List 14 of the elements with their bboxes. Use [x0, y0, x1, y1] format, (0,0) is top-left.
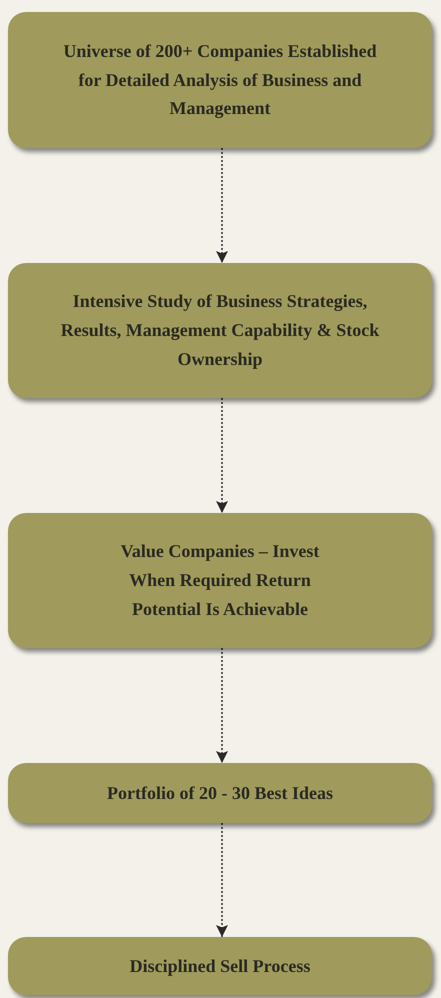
step-text: Disciplined Sell Process	[130, 954, 310, 978]
process-box	[8, 763, 432, 823]
arrow	[216, 823, 228, 937]
process-box	[8, 12, 432, 148]
arrow	[216, 148, 228, 263]
step-text: Universe of 200+ Companies Established for Detailed Analysis of Business and Management	[62, 40, 378, 120]
process-box	[8, 263, 432, 398]
arrow	[216, 648, 228, 763]
arrow	[216, 398, 228, 513]
process-box	[8, 513, 432, 648]
step-text: Value Companies – Invest When Required Return Potential Is Achievable	[120, 540, 320, 621]
process-box	[8, 937, 432, 995]
step-text: Intensive Study of Business Strategies, Results, Management Capability & Stock Ownership	[60, 290, 380, 371]
step-text: Portfolio of 20 - 30 Best Ideas	[107, 782, 333, 805]
